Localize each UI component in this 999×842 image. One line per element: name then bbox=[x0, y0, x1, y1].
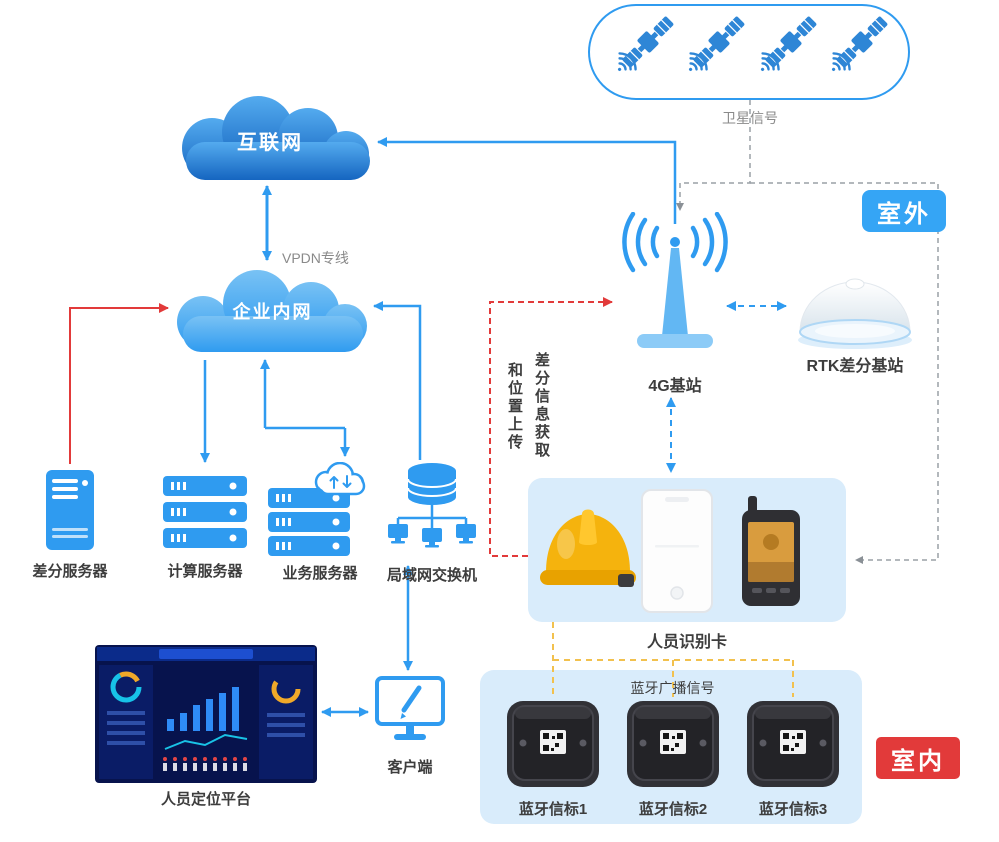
antenna-4g-icon bbox=[622, 211, 728, 348]
compute-server-label: 计算服务器 bbox=[167, 563, 243, 580]
beacon-icon bbox=[506, 700, 600, 788]
satellite-icon bbox=[752, 16, 819, 80]
cloud-icon bbox=[182, 96, 370, 180]
bt-beacon-2-label: 蓝牙信标2 bbox=[638, 801, 708, 818]
beacon-icon bbox=[626, 700, 720, 788]
bt-broadcast-label: 蓝牙广播信号 bbox=[630, 680, 715, 696]
internet-label: 互联网 bbox=[237, 131, 303, 154]
indoor-badge: 室内 bbox=[876, 737, 960, 779]
intranet-label: 企业内网 bbox=[232, 302, 313, 322]
bt-beacon-3 bbox=[746, 700, 840, 793]
client-label: 客户端 bbox=[387, 759, 433, 776]
flow-text-upload: 和位置上传 bbox=[506, 362, 523, 452]
flow-text-diff-info: 差分信息获取 bbox=[533, 352, 550, 460]
satellite-icon bbox=[609, 16, 676, 80]
handheld-terminal bbox=[742, 496, 804, 613]
vpdn-label: VPDN专线 bbox=[282, 250, 349, 266]
beacon-icon bbox=[746, 700, 840, 788]
rack-server-icon bbox=[163, 476, 247, 548]
safety-helmet bbox=[540, 498, 636, 603]
satellite-group-box bbox=[588, 4, 910, 100]
station-4g bbox=[605, 211, 745, 367]
rack-server-icon bbox=[268, 461, 366, 556]
platform-label: 人员定位平台 bbox=[160, 791, 251, 808]
id-card-device bbox=[641, 489, 713, 618]
dashboard-icon bbox=[95, 645, 317, 783]
connector-diffserver-to-intranet bbox=[69, 303, 169, 464]
connector-switch-to-intranet bbox=[373, 301, 422, 460]
rtk-station bbox=[790, 258, 920, 358]
bt-beacon-1 bbox=[506, 700, 600, 793]
intranet-cloud: 企业内网 bbox=[165, 266, 380, 356]
outdoor-badge: 室外 bbox=[862, 190, 946, 232]
business-server-label: 业务服务器 bbox=[282, 565, 358, 582]
person-card-label: 人员识别卡 bbox=[646, 634, 727, 651]
compute-server bbox=[163, 476, 247, 555]
lan-switch bbox=[386, 462, 478, 565]
cloud-icon bbox=[177, 270, 367, 352]
rtk-station-label: RTK差分基站 bbox=[806, 358, 904, 375]
client-terminal bbox=[374, 676, 446, 749]
id-card-icon bbox=[641, 489, 713, 613]
satellite-icon bbox=[823, 16, 891, 80]
diff-server bbox=[38, 470, 102, 559]
satellite-signal-label: 卫星信号 bbox=[722, 110, 778, 126]
tower-server-icon bbox=[46, 470, 94, 550]
helmet-icon bbox=[540, 509, 636, 587]
platform-dashboard bbox=[95, 645, 317, 788]
bt-beacon-2 bbox=[626, 700, 720, 793]
bt-beacon-1-label: 蓝牙信标1 bbox=[518, 801, 588, 818]
handheld-phone-icon bbox=[742, 496, 800, 606]
station-4g-label: 4G基站 bbox=[648, 378, 702, 395]
switch-icon bbox=[388, 463, 476, 548]
monitor-icon bbox=[375, 676, 445, 740]
lan-switch-label: 局域网交换机 bbox=[386, 567, 477, 584]
diff-server-label: 差分服务器 bbox=[32, 563, 108, 580]
business-server bbox=[268, 461, 372, 563]
internet-cloud: 互联网 bbox=[150, 90, 390, 190]
cloud-sync-icon bbox=[314, 461, 366, 496]
rtk-dome-icon bbox=[798, 278, 912, 349]
satellite-icon bbox=[680, 16, 748, 80]
bt-beacon-3-label: 蓝牙信标3 bbox=[758, 801, 828, 818]
